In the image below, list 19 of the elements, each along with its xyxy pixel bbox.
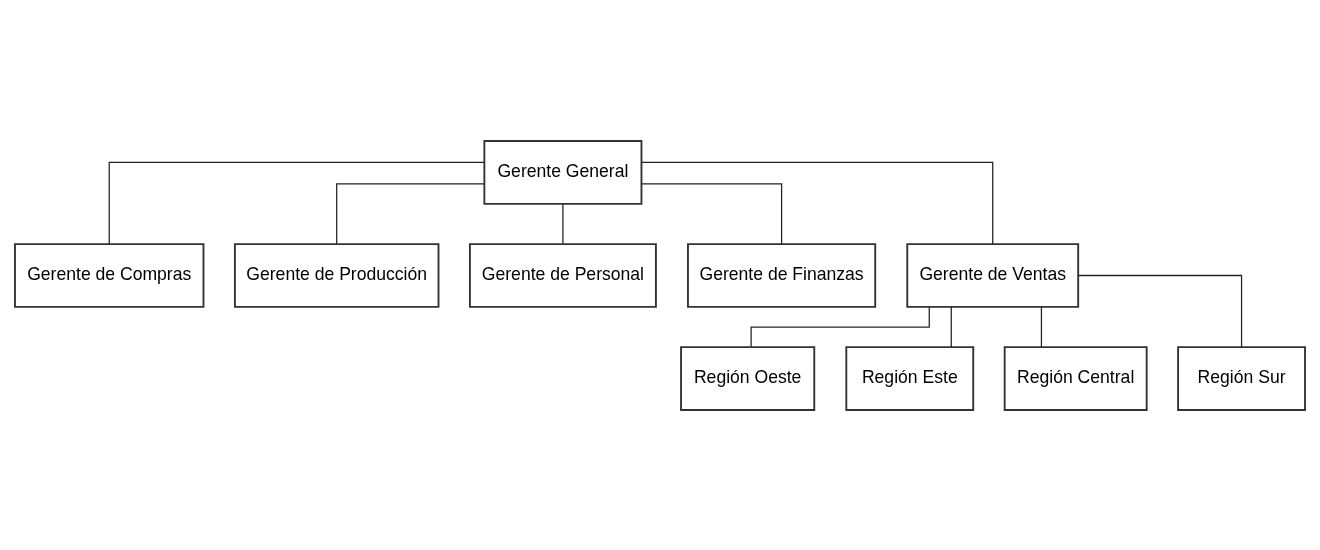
connector xyxy=(562,202,564,244)
node-box: Región Oeste xyxy=(680,345,816,411)
node-box: Gerente de Ventas xyxy=(906,242,1080,308)
connector xyxy=(950,305,952,348)
connector xyxy=(336,182,485,245)
node-box: Gerente de Personal xyxy=(468,242,657,308)
node-box: Gerente General xyxy=(483,139,643,205)
node-box: Región Este xyxy=(845,345,975,411)
connector xyxy=(750,306,930,347)
connector xyxy=(1040,305,1043,348)
connector xyxy=(108,161,485,245)
connector xyxy=(641,161,994,245)
node-box: Región Central xyxy=(1003,345,1148,411)
node-box: Gerente de Compras xyxy=(14,242,205,308)
node-box: Gerente de Finanzas xyxy=(687,242,877,308)
connector xyxy=(1077,274,1243,348)
node-box: Gerente de Producción xyxy=(233,242,440,308)
connector xyxy=(641,182,783,245)
node-box: Región Sur xyxy=(1177,345,1306,411)
